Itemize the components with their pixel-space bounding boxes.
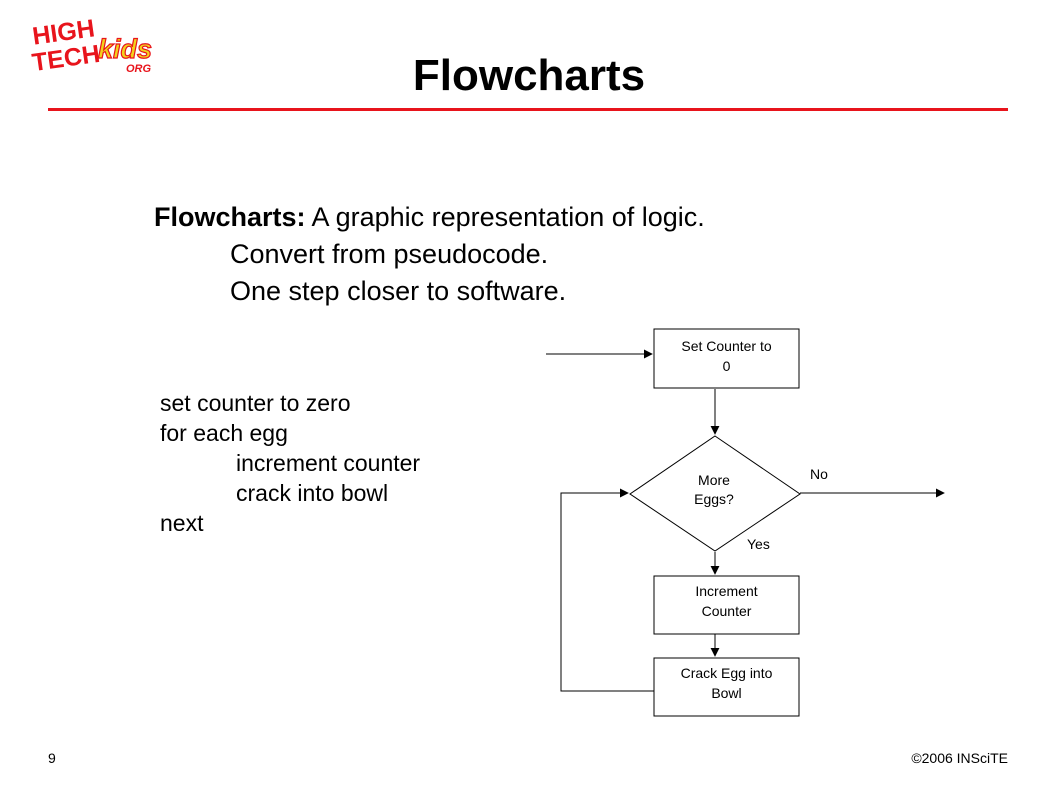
page-number: 9 [48,750,56,766]
set-counter-label: 0 [723,358,731,374]
title-divider [48,108,1008,111]
pseudocode-line: for each egg [160,420,288,446]
set-counter-box: Set Counter to 0 [653,328,800,389]
increment-label: Counter [702,603,752,619]
decision-label: More [698,472,730,488]
crack-egg-box: Crack Egg into Bowl [653,657,800,717]
page-title: Flowcharts [412,51,646,100]
loop-back-arrow [560,488,654,692]
more-eggs-decision: More Eggs? [629,435,801,552]
pseudocode-block: set counter to zero for each egg increme… [160,388,420,538]
intro-definition: A graphic representation of logic. [305,202,705,232]
intro-term: Flowcharts: [154,202,306,232]
high-tech-kids-logo: HIGH TECH kids ORG [30,14,152,76]
intro-definition-line: Flowcharts: A graphic representation of … [154,199,705,236]
pseudocode-line: next [160,510,204,536]
crack-egg-label: Bowl [711,685,741,701]
set-counter-label: Set Counter to [681,338,771,354]
pseudocode-line: set counter to zero [160,390,351,416]
no-branch-label: No [810,466,828,482]
increment-counter-box: Increment Counter [653,575,800,635]
copyright-notice: ©2006 INSciTE [911,750,1008,766]
increment-label: Increment [695,583,757,599]
intro-point-2: One step closer to software. [230,276,567,306]
intro-point-1: Convert from pseudocode. [230,239,549,269]
decision-label: Eggs? [694,491,734,507]
pseudocode-line: increment counter [236,450,421,476]
intro-text: Flowcharts: A graphic representation of … [154,199,705,310]
pseudocode-line: crack into bowl [236,480,389,506]
yes-branch-label: Yes [747,536,770,552]
logo-kids-text: kids [98,34,152,64]
crack-egg-label: Crack Egg into [681,665,773,681]
logo-org-text: ORG [126,63,152,75]
